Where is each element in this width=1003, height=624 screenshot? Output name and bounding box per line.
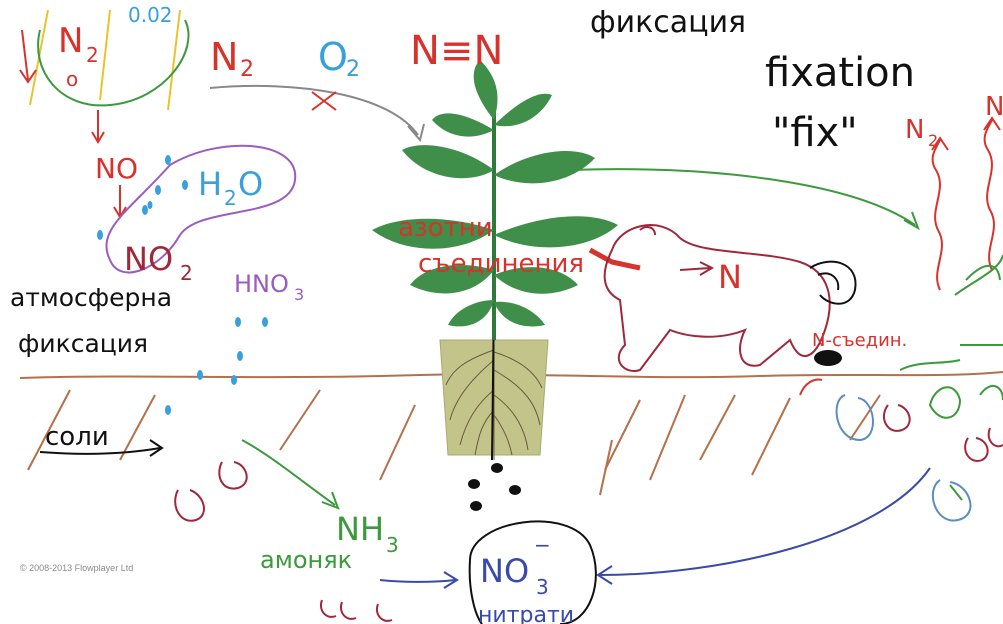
label-n-compounds: N-съедин. bbox=[812, 330, 907, 351]
label-o2-left-circle: o bbox=[66, 67, 78, 91]
label-no2-sub: 2 bbox=[180, 261, 193, 285]
label-h2o-h: H bbox=[198, 165, 222, 203]
cross-mark bbox=[312, 92, 336, 110]
label-no: NO bbox=[95, 152, 138, 185]
label-no2: NO bbox=[124, 240, 173, 278]
label-fixation-en: fixation bbox=[765, 50, 915, 96]
label-nitrates: нитрати bbox=[478, 603, 574, 624]
label-nh3-sub: 3 bbox=[386, 533, 399, 557]
label-h2o-o: O bbox=[238, 165, 263, 203]
label-hno3-sub: 3 bbox=[294, 285, 304, 304]
right-plant bbox=[900, 255, 1003, 500]
arrow-to-no3-left bbox=[380, 572, 457, 588]
label-atmos-fixation-2: фиксация bbox=[18, 329, 148, 358]
label-triple-bond: N≡N bbox=[410, 28, 503, 74]
right-n2-arrows bbox=[932, 118, 1000, 290]
arrow-plant-to-right bbox=[570, 169, 918, 228]
label-nh3: NH bbox=[336, 510, 384, 548]
arrow-to-plant bbox=[210, 86, 424, 140]
animal-droppings bbox=[814, 350, 842, 366]
label-o2-mid-sub: 2 bbox=[346, 57, 360, 82]
label-h2o-sub: 2 bbox=[224, 186, 237, 210]
label-ammonia: амоняк bbox=[260, 546, 352, 574]
arrow-to-no3-right bbox=[598, 468, 930, 584]
arrow-droppings bbox=[800, 380, 822, 395]
label-hno3: HNO bbox=[234, 270, 289, 298]
animal-tail bbox=[810, 262, 856, 304]
label-n2-right-sub: 2 bbox=[928, 131, 938, 150]
label-no3-sub: 3 bbox=[536, 575, 549, 599]
flowplayer-watermark: © 2008-2013 Flowplayer Ltd bbox=[20, 563, 133, 573]
plant bbox=[372, 60, 618, 340]
label-nitrogen-compounds-2: съединения bbox=[418, 249, 584, 279]
label-n2-edge: N bbox=[985, 92, 1003, 122]
arrow-plant-to-animal bbox=[590, 250, 640, 268]
arrow-to-nh3 bbox=[242, 440, 338, 508]
label-fixation-ru: фиксация bbox=[590, 5, 746, 40]
label-salts: соли bbox=[45, 422, 109, 452]
seeds bbox=[468, 463, 521, 511]
top-left-scribbles bbox=[20, 10, 188, 217]
label-n-in-animal: N bbox=[718, 258, 742, 296]
label-atmos-fixation-1: атмосферна bbox=[10, 283, 172, 312]
label-n2-mid-sub: 2 bbox=[240, 57, 254, 82]
label-no3: NO bbox=[480, 552, 529, 590]
label-no3-sup: − bbox=[534, 533, 551, 557]
label-n2-left: N bbox=[58, 21, 83, 61]
animal-outline bbox=[605, 225, 830, 371]
label-n2-right: N bbox=[905, 115, 924, 145]
label-n2-mid: N bbox=[210, 35, 238, 79]
label-o2-left: 0.02 bbox=[128, 3, 173, 27]
bacteria-cells bbox=[837, 395, 971, 520]
label-n2-left-sub: 2 bbox=[86, 43, 99, 67]
label-o2-mid: O bbox=[318, 35, 348, 79]
label-nitrogen-compounds-1: азотни bbox=[398, 213, 493, 243]
label-fix-en: "fix" bbox=[772, 110, 858, 156]
